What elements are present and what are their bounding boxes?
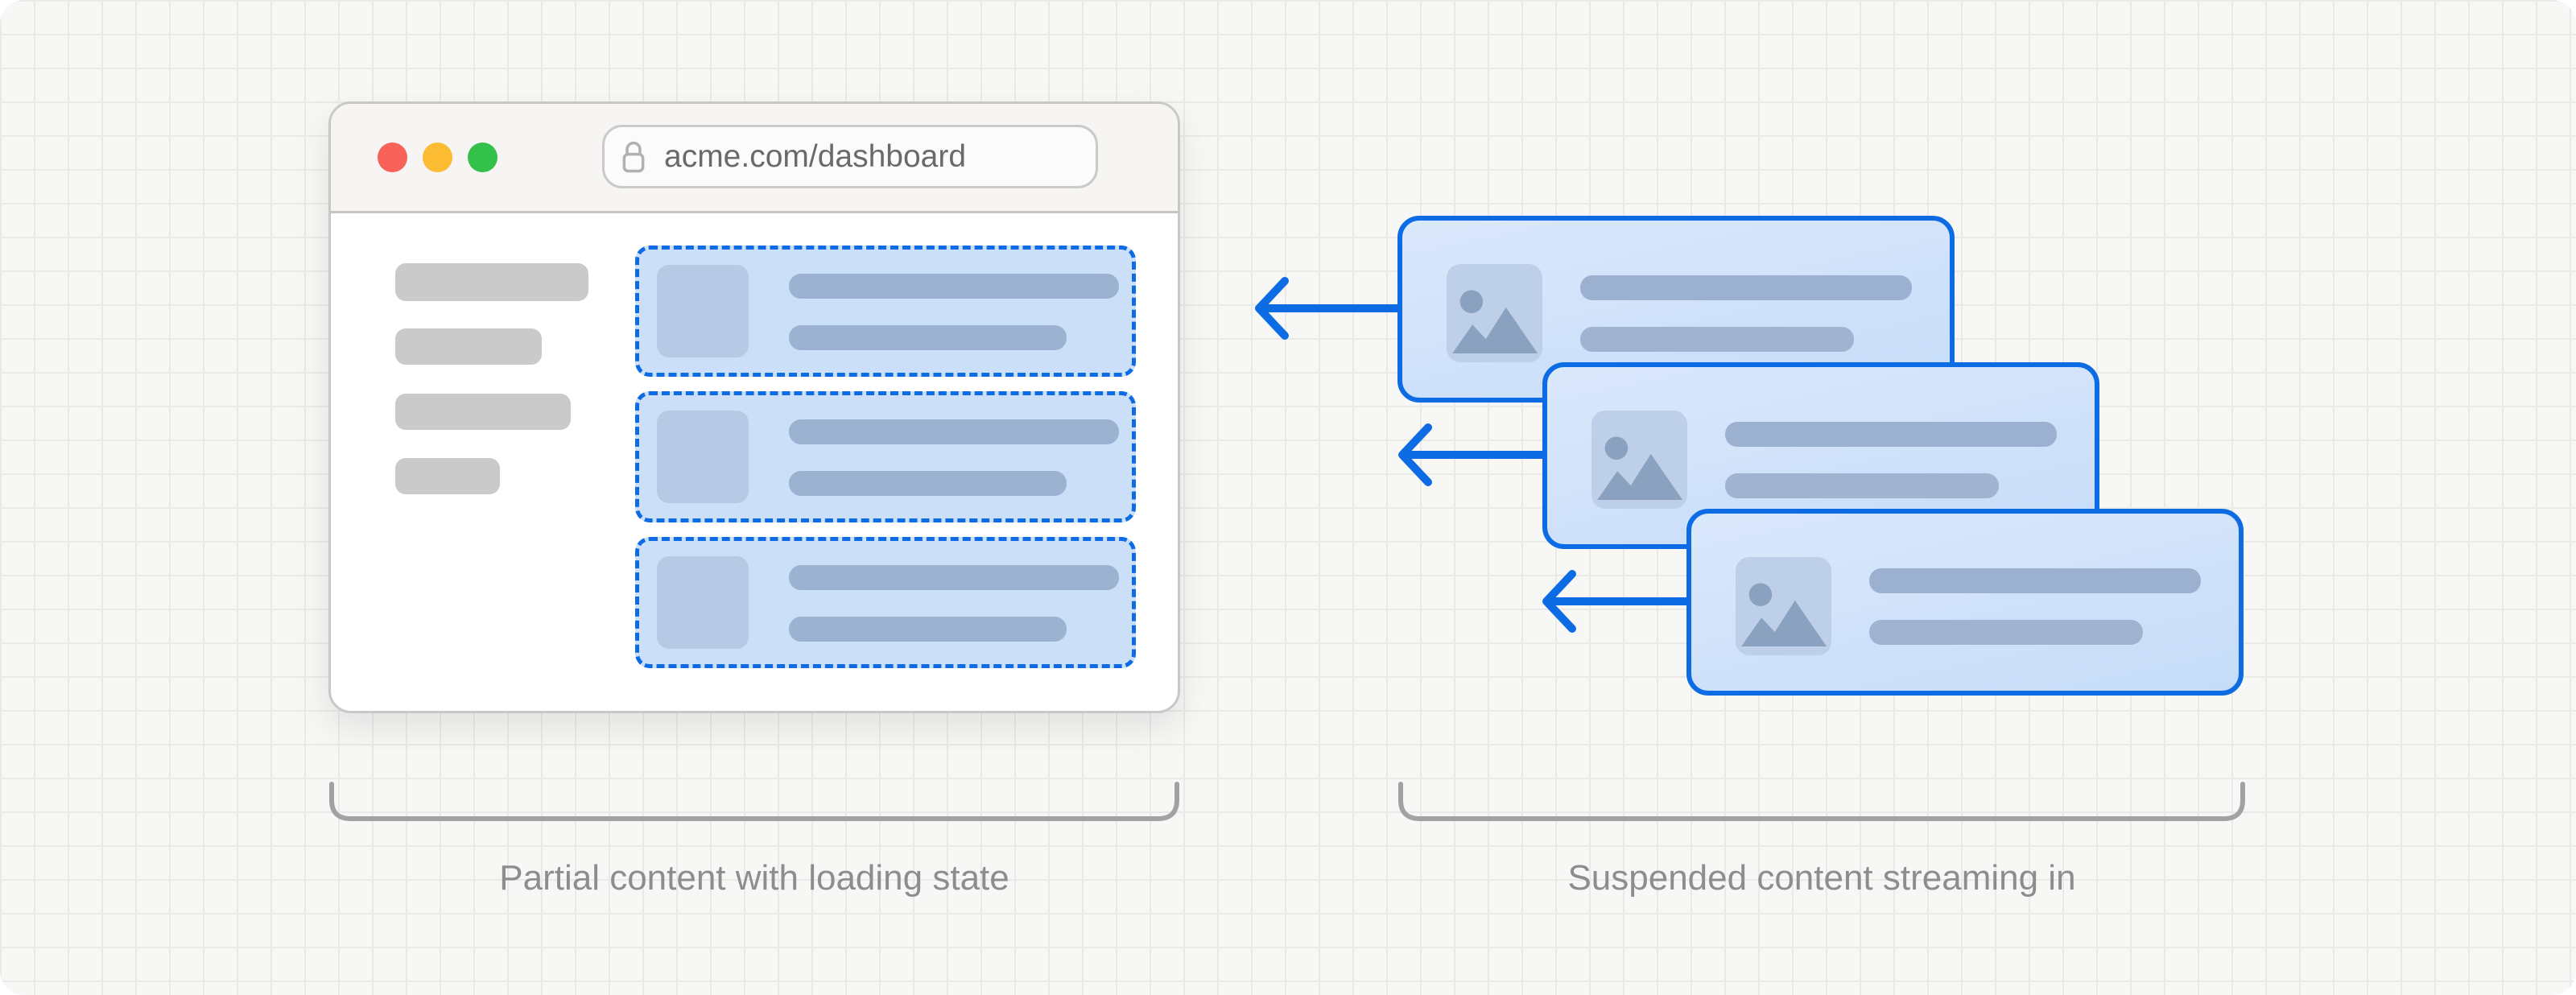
arrow-left-icon <box>1398 423 1550 486</box>
thumbnail-placeholder <box>657 556 749 649</box>
caption-suspended-content: Suspended content streaming in <box>1567 858 2076 898</box>
text-line-placeholder <box>1725 473 1999 498</box>
image-placeholder <box>1736 557 1831 655</box>
bracket-left <box>329 782 1179 821</box>
browser-window: acme.com/dashboard <box>328 101 1180 713</box>
url-text: acme.com/dashboard <box>664 138 967 174</box>
loading-placeholder-card <box>635 391 1136 522</box>
bracket-right <box>1398 782 2245 821</box>
stream-card <box>1686 509 2244 696</box>
traffic-light-zoom-icon <box>468 142 497 172</box>
text-line-placeholder <box>789 617 1067 642</box>
text-line-placeholder <box>1869 568 2201 593</box>
text-line-placeholder <box>789 565 1119 590</box>
browser-titlebar: acme.com/dashboard <box>331 104 1178 213</box>
caption-partial-content: Partial content with loading state <box>499 858 1009 898</box>
text-line-placeholder <box>1580 275 1912 300</box>
image-placeholder <box>1447 264 1542 362</box>
text-line-placeholder <box>1725 422 2057 447</box>
loading-placeholder-card <box>635 537 1136 668</box>
text-line-placeholder <box>789 325 1067 350</box>
arrow-left-icon <box>1255 277 1406 340</box>
image-placeholder <box>1591 411 1687 509</box>
text-line-placeholder <box>1580 327 1854 352</box>
url-bar: acme.com/dashboard <box>602 125 1098 188</box>
traffic-light-close-icon <box>378 142 407 172</box>
image-icon <box>1452 290 1538 353</box>
image-icon <box>1597 436 1683 500</box>
lock-icon <box>622 141 645 172</box>
thumbnail-placeholder <box>657 265 749 357</box>
traffic-light-minimize-icon <box>423 142 452 172</box>
sidebar-skeleton-bar <box>395 394 571 430</box>
text-line-placeholder <box>789 471 1067 496</box>
sidebar-skeleton-bar <box>395 263 588 301</box>
image-icon <box>1741 583 1827 646</box>
thumbnail-placeholder <box>657 411 749 503</box>
loading-placeholder-card <box>635 246 1136 377</box>
sidebar-skeleton-bar <box>395 328 542 365</box>
text-line-placeholder <box>1869 620 2143 645</box>
text-line-placeholder <box>789 274 1119 299</box>
text-line-placeholder <box>789 419 1119 444</box>
sidebar-skeleton-bar <box>395 458 500 494</box>
arrow-left-icon <box>1542 570 1694 633</box>
